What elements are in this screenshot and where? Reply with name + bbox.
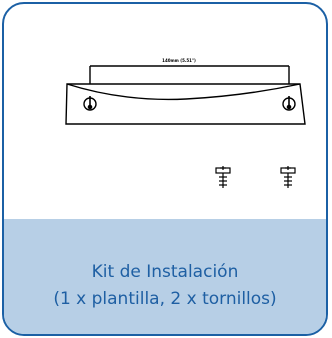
wall-plate-template-icon <box>65 65 306 125</box>
screw-icon <box>215 166 231 188</box>
dimension-label: 140mm (5.51") <box>162 58 196 63</box>
installation-kit-card: 140mm (5.51") Kit de Instalación (1 x pl… <box>2 2 328 336</box>
caption-contents: (1 x plantilla, 2 x tornillos) <box>53 289 277 309</box>
caption-title: Kit de Instalación <box>91 262 239 282</box>
screw-icon <box>280 166 296 188</box>
caption-panel: Kit de Instalación (1 x plantilla, 2 x t… <box>4 219 326 334</box>
installation-kit-illustration: 140mm (5.51") <box>4 4 326 219</box>
